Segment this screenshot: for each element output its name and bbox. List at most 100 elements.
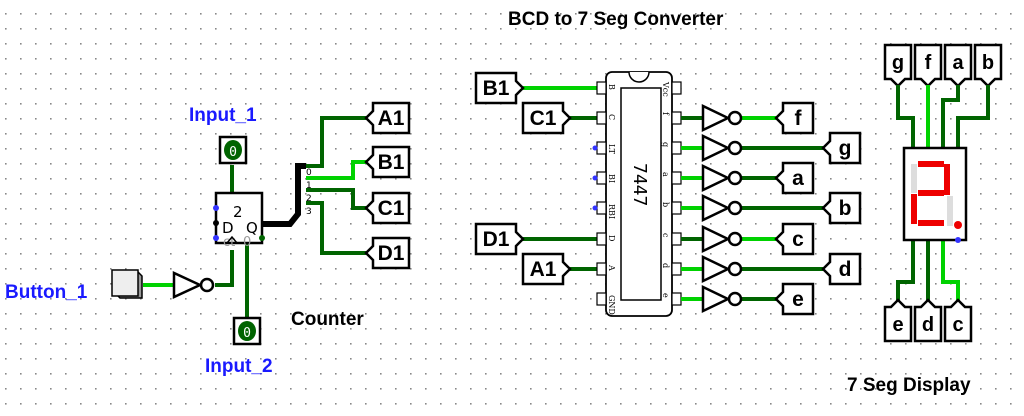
display-tunnel-d: d: [913, 298, 943, 343]
not-gate-d: [701, 255, 743, 283]
display-tunnel-b-label: b: [982, 52, 994, 74]
input-2-pin[interactable]: 0: [232, 316, 262, 346]
counter-d-label: D: [222, 219, 234, 237]
chip-pin-label: RBI: [607, 204, 616, 219]
chip-pin-left: [596, 201, 607, 215]
chip-pin-label: D: [607, 235, 616, 241]
chip-pin-label: a: [661, 172, 670, 177]
segment-a: [918, 161, 944, 167]
tunnel-a1-label: A1: [378, 107, 405, 130]
not-gate-g: [701, 134, 743, 162]
chip-pin-label: g: [661, 142, 670, 147]
clock-triangle-icon: [226, 235, 238, 244]
converter-input-tunnel-d1: D1: [474, 222, 525, 256]
pin-dot: [259, 235, 265, 241]
chip-pin-label: b: [661, 202, 670, 207]
converter-output-tunnel-b: b: [821, 191, 862, 225]
pin-dot: [213, 220, 219, 226]
tunnel-d1: D1: [364, 236, 411, 270]
converter-output-tunnel-a: a: [774, 161, 815, 195]
display-tunnel-e-label: e: [892, 314, 903, 336]
pin-dot: [213, 235, 219, 241]
splitter: 0 1 2 3: [306, 168, 312, 217]
chip-pin-left: [596, 292, 607, 306]
tunnel-b1: B1: [364, 145, 411, 179]
chip-pin-left: [596, 81, 607, 95]
counter-wires: [143, 116, 372, 320]
splitter-bit-1: 1: [306, 181, 312, 191]
chip-pin-label: BI: [607, 174, 616, 183]
display-tunnel-b: b: [973, 43, 1003, 88]
chip-name-label: 7447: [629, 163, 650, 206]
converter-input-tunnel-c1: C1: [521, 101, 572, 135]
converter-output-tunnel-g-label: g: [839, 137, 852, 160]
not-gate-e: [701, 285, 743, 313]
display-tunnel-a: a: [943, 43, 973, 88]
display-tunnel-e: e: [883, 298, 913, 343]
chip-pin-right: [671, 81, 682, 95]
chip-pin-label: d: [661, 263, 670, 268]
counter-width-label: 2: [233, 203, 243, 221]
display-wires: [896, 85, 990, 302]
converter-input-tunnel-c1-label: C1: [530, 107, 557, 130]
pin-dot: [955, 237, 961, 243]
chip-pin-label: GND: [607, 295, 616, 315]
segment-dp: [954, 221, 962, 229]
chip-pin-label: Vcc: [661, 81, 670, 97]
chip-pin-label: e: [661, 293, 670, 298]
converter-input-tunnel-d1-label: D1: [483, 228, 510, 251]
converter-output-tunnel-d-label: d: [839, 258, 852, 281]
chip-pin-left: [596, 232, 607, 246]
display-tunnel-c-label: c: [952, 314, 963, 336]
bcd-converter-title: BCD to 7 Seg Converter: [508, 9, 724, 30]
segment-d: [918, 220, 944, 226]
button-1-label: Button_1: [5, 282, 88, 303]
converter-output-tunnel-d: d: [821, 252, 862, 286]
counter-ct-label: ct: [223, 235, 235, 250]
tunnel-c1: C1: [364, 191, 411, 225]
display-tunnel-g: g: [883, 43, 913, 88]
splitter-bit-0: 0: [306, 168, 312, 178]
chip-pin-label: f: [661, 112, 670, 116]
chip-pin-left: [596, 262, 607, 276]
chip-pin-label: c: [661, 233, 670, 238]
display-tunnel-f-label: f: [925, 52, 932, 74]
button-1[interactable]: [111, 269, 143, 299]
display-tunnel-a-label: a: [952, 52, 964, 74]
converter-input-tunnel-b1: B1: [474, 71, 525, 105]
counter-q-label: Q: [246, 219, 258, 237]
converter-input-tunnel-a1: A1: [521, 252, 572, 286]
input-1-label: Input_1: [189, 105, 257, 126]
chip-pin-left: [596, 141, 607, 155]
chip-pin-label: A: [607, 264, 616, 271]
converter-input-tunnel-b1-label: B1: [483, 77, 510, 100]
segment-e: [911, 194, 917, 224]
chip-pin-left: [596, 171, 607, 185]
chip-pin-label: B: [607, 84, 616, 90]
pin-dot: [592, 205, 598, 211]
chip-pin-label: LT: [607, 144, 616, 155]
display-tunnel-f: f: [913, 43, 943, 88]
counter-register[interactable]: 2 D Q ct 0: [213, 191, 265, 250]
pin-dot: [592, 145, 598, 151]
converter-output-tunnel-c-label: c: [792, 228, 804, 251]
segment-f: [911, 164, 917, 193]
display-tunnel-c: c: [943, 298, 973, 343]
converter-output-tunnel-e: e: [774, 282, 815, 316]
not-gate-f: [701, 104, 743, 132]
converter-output-tunnel-f-label: f: [795, 107, 803, 130]
converter-output-tunnel-a-label: a: [792, 167, 804, 190]
chip-pin-right: [671, 111, 682, 125]
splitter-bit-3: 3: [306, 207, 312, 217]
input-1-pin[interactable]: 0: [218, 135, 248, 165]
not-gate-a: [701, 164, 743, 192]
converter-output-tunnel-b-label: b: [839, 197, 852, 220]
tunnel-a1: A1: [364, 101, 411, 135]
display-tunnel-d-label: d: [922, 314, 934, 336]
chip-pin-right: [671, 292, 682, 306]
converter-output-tunnel-g: g: [821, 131, 862, 165]
display-tunnel-g-label: g: [892, 52, 904, 74]
seven-segment-display: [902, 146, 968, 243]
